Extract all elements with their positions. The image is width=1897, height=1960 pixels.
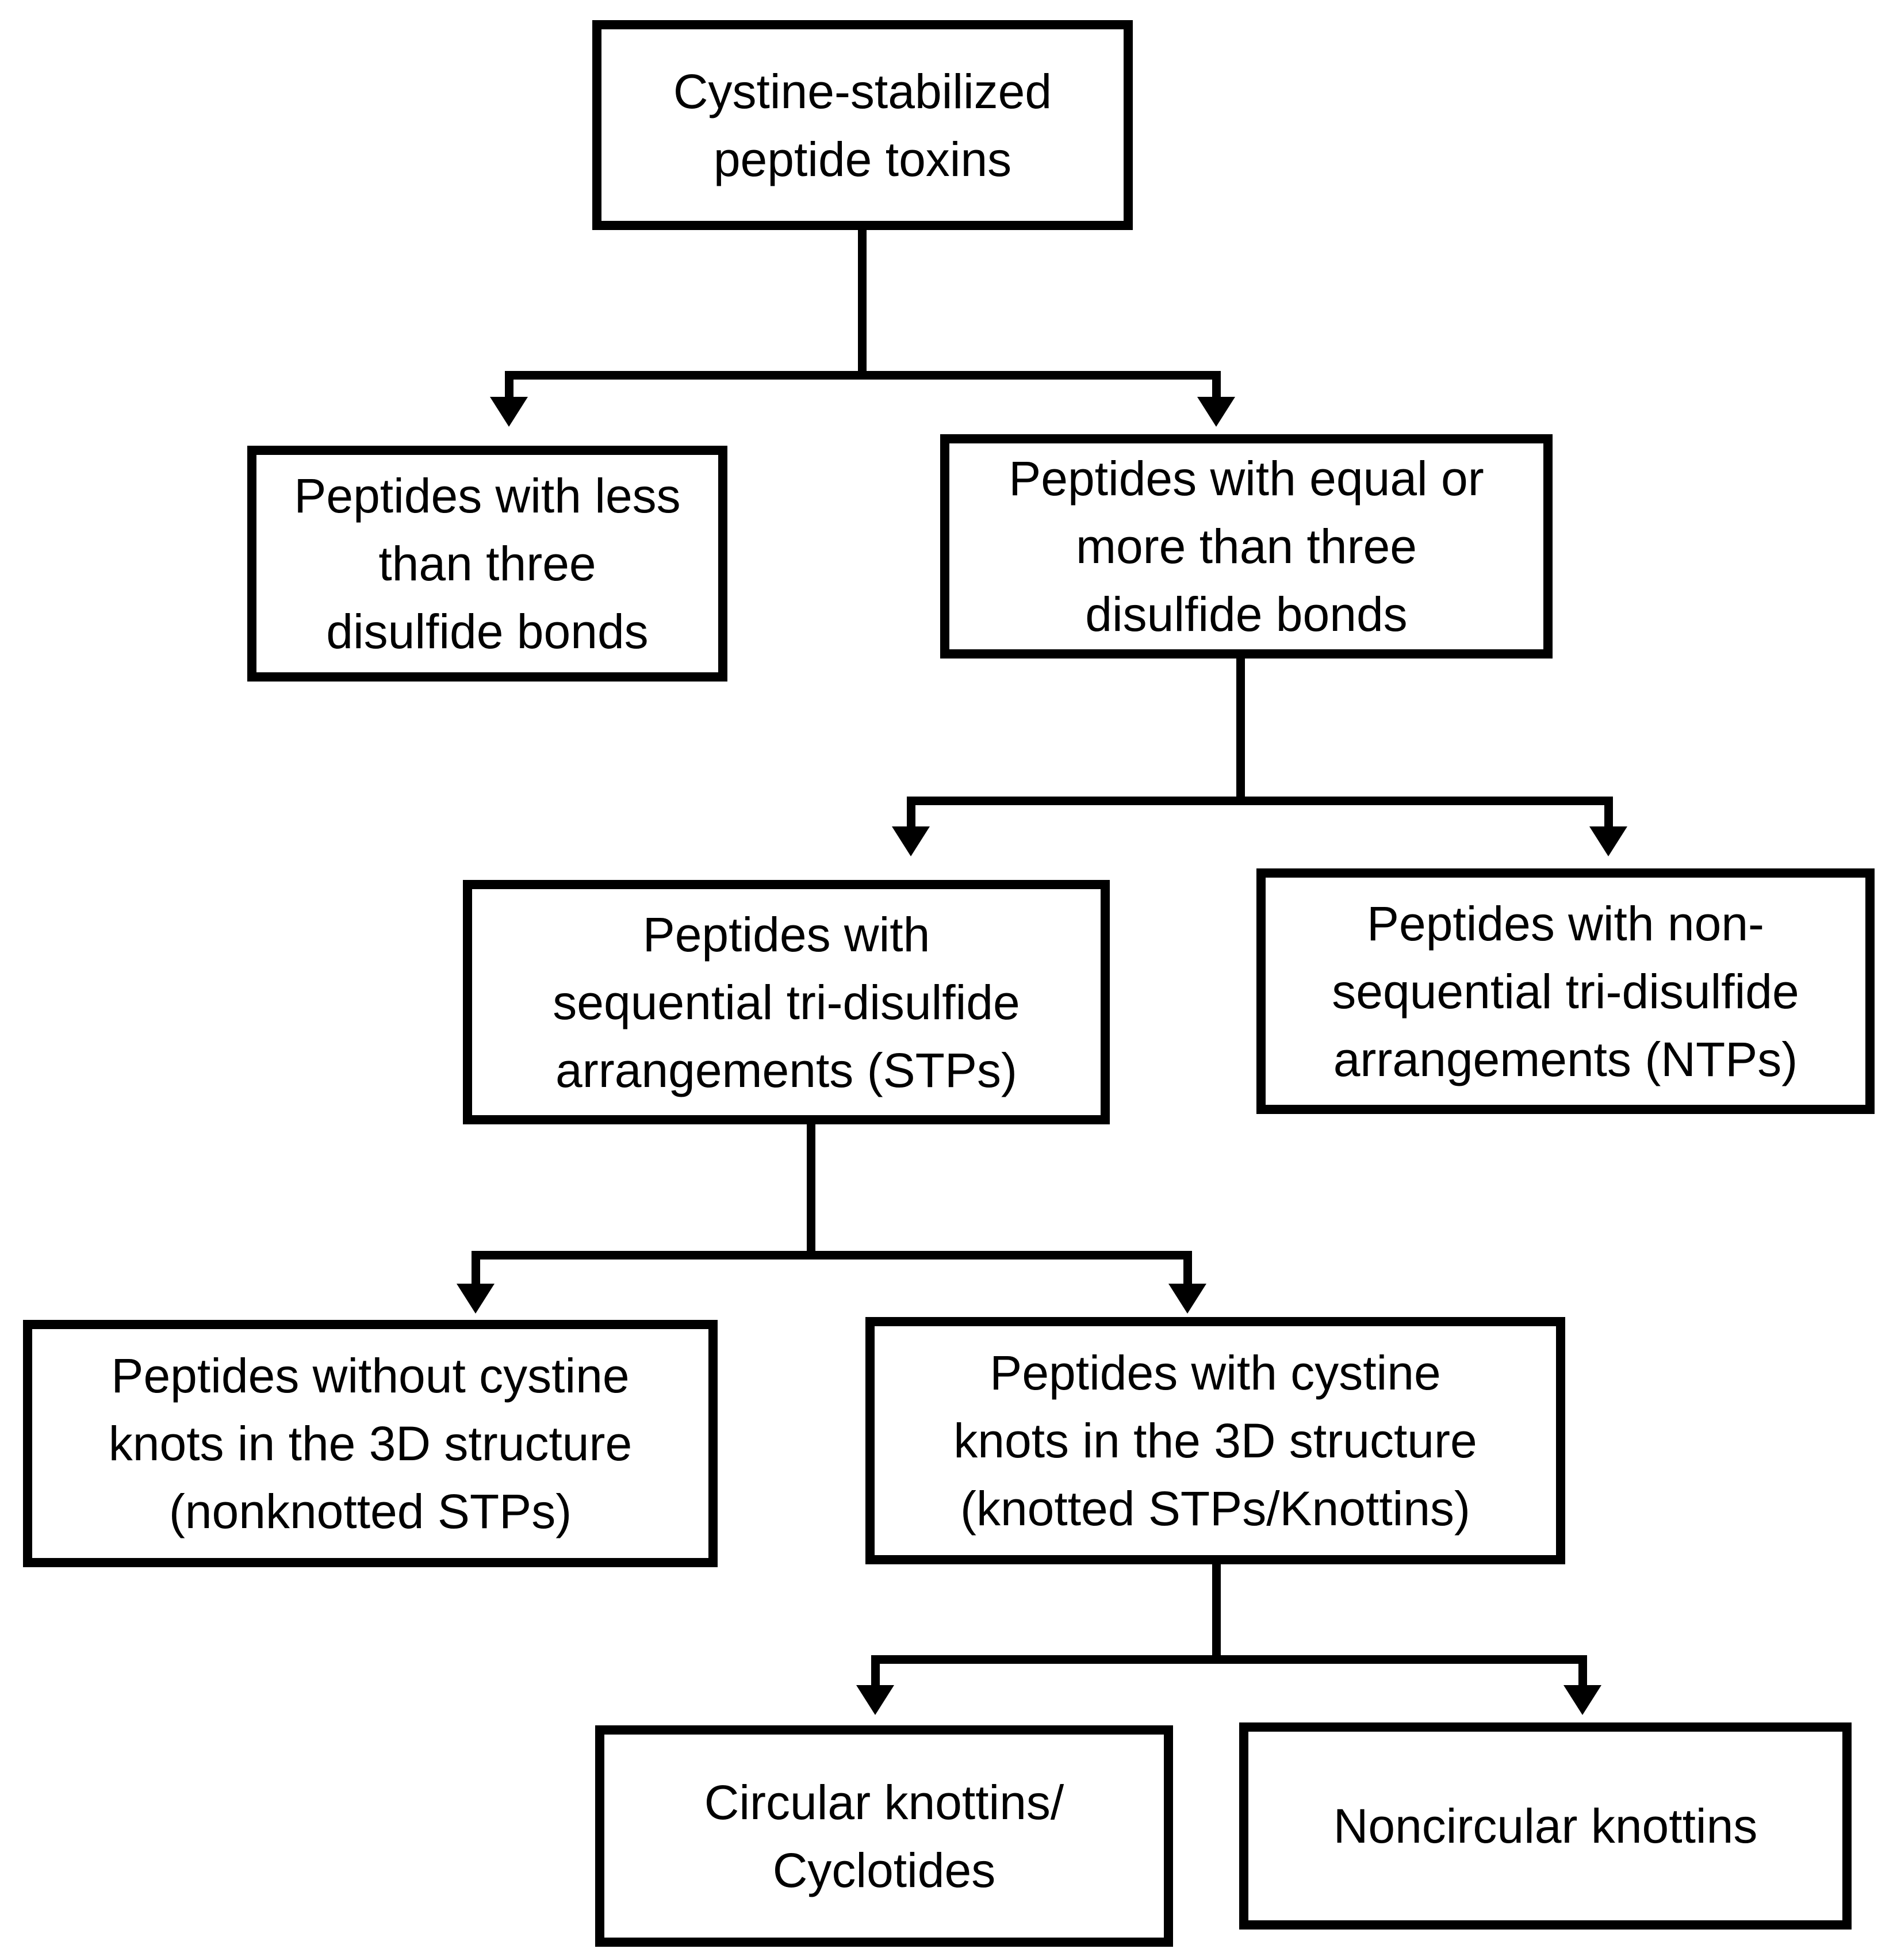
node-label: Cystine-stabilized peptide toxins bbox=[673, 64, 1052, 186]
node-label: Peptides with non- sequential tri-disulf… bbox=[1332, 896, 1799, 1086]
connector-equalormore-bar bbox=[907, 797, 1613, 805]
node-label: Peptides with cystine knots in the 3D st… bbox=[953, 1346, 1477, 1536]
node-label: Noncircular knottins bbox=[1333, 1799, 1758, 1853]
connector-knotted-drop-left bbox=[871, 1664, 880, 1687]
connector-stp-drop-right bbox=[1183, 1260, 1192, 1285]
node-label: Peptides with sequential tri-disulfide a… bbox=[553, 907, 1020, 1097]
node-knotted-stps-knottins: Peptides with cystine knots in the 3D st… bbox=[865, 1317, 1565, 1564]
connector-root-drop-left bbox=[505, 380, 513, 400]
node-non-sequential-tri-disulfide-ntps: Peptides with non- sequential tri-disulf… bbox=[1256, 868, 1875, 1114]
connector-root-bar bbox=[505, 371, 1221, 380]
arrow-down-icon bbox=[1168, 1284, 1206, 1314]
node-label: Peptides without cystine knots in the 3D… bbox=[108, 1349, 633, 1538]
connector-equalormore-drop-right bbox=[1604, 805, 1613, 828]
arrow-down-icon bbox=[1197, 397, 1235, 427]
connector-stp-drop-left bbox=[472, 1260, 480, 1285]
connector-knotted-drop-right bbox=[1578, 1664, 1587, 1687]
node-sequential-tri-disulfide-stps: Peptides with sequential tri-disulfide a… bbox=[463, 880, 1110, 1124]
connector-equalormore-stem bbox=[1236, 659, 1245, 805]
arrow-down-icon bbox=[892, 826, 930, 856]
node-noncircular-knottins: Noncircular knottins bbox=[1239, 1722, 1852, 1930]
arrow-down-icon bbox=[856, 1685, 894, 1715]
connector-stp-bar bbox=[472, 1251, 1192, 1260]
node-cystine-stabilized-peptide-toxins: Cystine-stabilized peptide toxins bbox=[592, 20, 1133, 230]
node-circular-knottins-cyclotides: Circular knottins/ Cyclotides bbox=[595, 1725, 1173, 1947]
node-label: Circular knottins/ Cyclotides bbox=[704, 1775, 1064, 1897]
connector-knotted-stem bbox=[1212, 1564, 1221, 1664]
arrow-down-icon bbox=[490, 397, 528, 427]
node-label: Peptides with less than three disulfide … bbox=[294, 469, 681, 659]
node-nonknotted-stps: Peptides without cystine knots in the 3D… bbox=[23, 1320, 718, 1567]
node-less-than-three-disulfide-bonds: Peptides with less than three disulfide … bbox=[247, 446, 727, 682]
connector-stp-stem bbox=[807, 1124, 815, 1260]
connector-equalormore-drop-left bbox=[907, 805, 915, 828]
connector-root-stem bbox=[858, 230, 867, 380]
node-equal-or-more-than-three-disulfide-bonds: Peptides with equal or more than three d… bbox=[940, 434, 1553, 659]
connector-knotted-bar bbox=[871, 1655, 1587, 1664]
arrow-down-icon bbox=[1589, 826, 1627, 856]
arrow-down-icon bbox=[1563, 1685, 1601, 1715]
connector-root-drop-right bbox=[1212, 380, 1221, 400]
arrow-down-icon bbox=[457, 1284, 495, 1314]
node-label: Peptides with equal or more than three d… bbox=[1009, 451, 1484, 641]
